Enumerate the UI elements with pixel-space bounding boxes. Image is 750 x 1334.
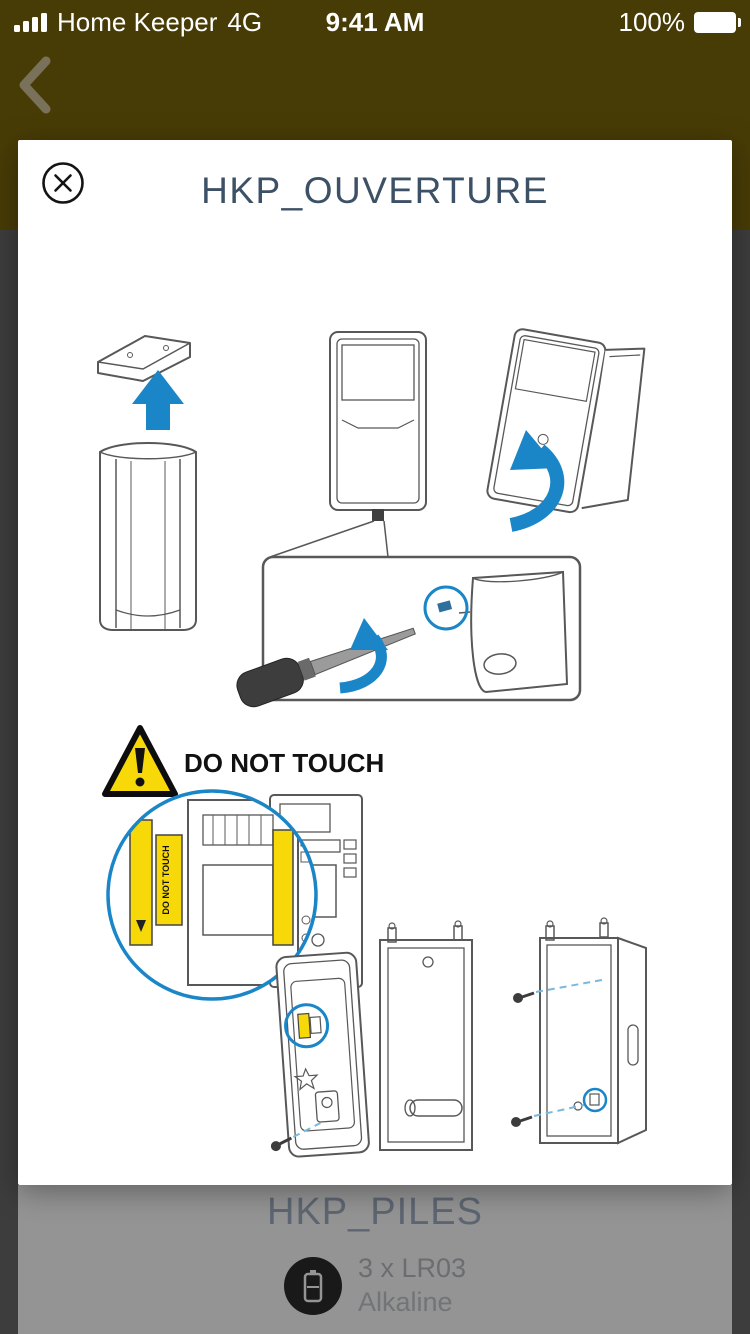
status-bar: Home Keeper 4G 9:41 AM 100% <box>0 0 750 44</box>
detail-inset <box>236 555 582 708</box>
instruction-illustration: DO NOT TOUCH <box>18 280 732 1180</box>
close-button[interactable] <box>40 160 86 206</box>
chevron-left-icon <box>19 56 51 114</box>
screw-icon <box>511 1087 608 1127</box>
modal-title: HKP_OUVERTURE <box>201 170 549 211</box>
warning-text: DO NOT TOUCH <box>184 748 384 778</box>
hkp-ouverture-dialog: HKP_OUVERTURE <box>18 140 732 1185</box>
battery-spec-line1: 3 x LR03 <box>357 1253 467 1283</box>
up-arrow-icon <box>132 370 184 430</box>
exploded-front-cover <box>270 951 370 1158</box>
zoom-circle-icon <box>106 789 318 1001</box>
exploded-back-box <box>511 917 647 1145</box>
battery-spec-line2: Alkaline <box>357 1286 453 1317</box>
inset-device-corner <box>458 570 569 694</box>
screw-icon <box>513 979 603 1003</box>
battery-full-icon <box>694 11 741 33</box>
back-button[interactable] <box>12 54 62 116</box>
carrier-label: Home Keeper <box>57 6 218 37</box>
diagram-remove-cap <box>97 335 197 631</box>
close-circle-icon <box>42 162 84 204</box>
screw-highlight <box>437 600 453 613</box>
diagram-front-view <box>269 331 427 558</box>
rotate-arrow-icon <box>509 430 565 532</box>
screwdriver-icon <box>236 627 416 708</box>
highlight-circle-icon <box>423 585 469 631</box>
screw-icon <box>270 1141 281 1152</box>
time-label: 9:41 AM <box>325 7 425 37</box>
diagram-open-cover <box>486 328 646 514</box>
section-hkp-piles: HKP_PILES 3 x LR03 Alkaline <box>18 1185 732 1334</box>
section-title: HKP_PILES <box>267 1191 483 1233</box>
battery-percent-label: 100% <box>618 6 686 37</box>
signal-bars-icon <box>14 12 47 32</box>
network-label: 4G <box>227 6 263 37</box>
zoom-label-text: DO NOT TOUCH <box>161 845 171 914</box>
battery-icon <box>283 1256 342 1315</box>
warning-triangle-icon <box>102 725 178 797</box>
exploded-middle-shell <box>379 920 473 1151</box>
highlight-circle-icon <box>284 1003 330 1049</box>
battery-spec-text: 3 x LR03 Alkaline <box>358 1252 466 1320</box>
rotate-arrow-small-icon <box>339 618 388 694</box>
star-icon <box>293 1067 319 1091</box>
highlight-circle-icon <box>582 1087 608 1113</box>
